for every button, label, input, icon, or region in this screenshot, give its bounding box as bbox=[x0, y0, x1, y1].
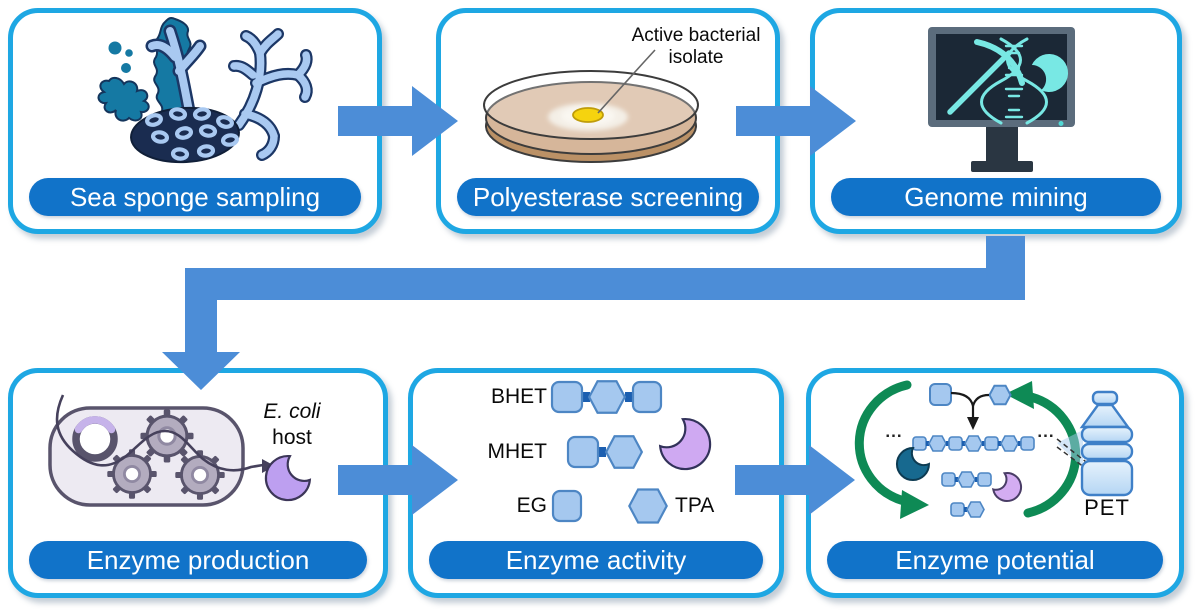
power-led bbox=[1058, 121, 1064, 126]
tpa-molecule-hexagon bbox=[628, 488, 668, 524]
ecoli-italic-text: E. coli bbox=[263, 400, 321, 423]
host-text: host bbox=[272, 426, 312, 449]
merge-arrow bbox=[950, 391, 990, 419]
eg-molecule-square bbox=[551, 489, 583, 523]
panel-label-polyesterase-screening: Polyesterase screening bbox=[457, 178, 759, 216]
recycle-arrow-right bbox=[1023, 392, 1081, 518]
enzyme-icon bbox=[255, 449, 316, 511]
recycle-arrowhead bbox=[900, 490, 929, 519]
panel-label-enzyme-production: Enzyme production bbox=[29, 541, 367, 579]
seaweed-blob bbox=[97, 76, 150, 122]
gear-icon bbox=[105, 447, 159, 501]
oligomer-chain bbox=[941, 471, 992, 488]
flow-arrow-4-5 bbox=[338, 445, 458, 515]
enzyme-icon bbox=[654, 412, 722, 481]
panel-polyesterase-screening: Active bacterial isolate Polyesterase sc… bbox=[436, 8, 780, 234]
flow-arrow-1-2 bbox=[338, 86, 458, 156]
pickaxe-icon bbox=[947, 39, 1025, 115]
flow-arrow-5-6 bbox=[735, 445, 855, 515]
mhet-molecule bbox=[566, 435, 644, 469]
ester-connector bbox=[598, 447, 606, 457]
annotation-ecoli-host: E. coli host bbox=[246, 399, 338, 451]
plasmid-insert-segment bbox=[74, 416, 116, 434]
enzyme-icon-purple bbox=[990, 469, 1028, 508]
pet-polymer-chain bbox=[912, 435, 1035, 452]
bubble-icon bbox=[121, 63, 131, 73]
annotation-pointer-line bbox=[597, 49, 656, 114]
coral-branch-right bbox=[228, 28, 313, 161]
ester-connector bbox=[625, 392, 633, 402]
chain-continues-right: ... bbox=[1037, 422, 1055, 441]
panel-sea-sponge-sampling: Sea sponge sampling bbox=[8, 8, 382, 234]
bhet-molecule bbox=[550, 380, 663, 414]
annotation-active-bacterial-isolate: Active bacterial isolate bbox=[631, 25, 761, 69]
bottle-neck bbox=[1079, 403, 1131, 429]
eg-unit-square bbox=[631, 380, 663, 414]
pet-hydrolysis-products-icon bbox=[550, 380, 722, 524]
merge-arrowhead bbox=[967, 417, 979, 430]
ester-connector bbox=[582, 392, 590, 402]
panel-label-enzyme-activity: Enzyme activity bbox=[429, 541, 763, 579]
bottle-ring bbox=[1080, 442, 1134, 461]
bacterial-colony bbox=[572, 107, 604, 123]
panel-enzyme-activity: BHET MHET EG TPA Enzyme activity bbox=[408, 368, 784, 598]
pet-recycling-icon bbox=[854, 380, 1134, 519]
bubble-icon bbox=[108, 41, 122, 55]
flow-arrow-2-3 bbox=[736, 86, 856, 156]
sea-sponge-icon bbox=[97, 16, 313, 164]
label-pet: PET bbox=[1084, 495, 1130, 520]
monitor-stand bbox=[986, 123, 1018, 163]
bacterial-cell-bioreactor-icon bbox=[48, 394, 316, 511]
bottle-cap bbox=[1091, 390, 1119, 406]
dimer-unit bbox=[950, 501, 985, 518]
chain-continues-left: ... bbox=[885, 422, 903, 441]
sponge-pores bbox=[145, 107, 240, 161]
label-eg: EG bbox=[516, 494, 547, 517]
label-mhet: MHET bbox=[487, 440, 548, 463]
expression-flow-line bbox=[55, 394, 264, 472]
coral-branch-center bbox=[145, 24, 207, 118]
eg-unit-square bbox=[929, 383, 952, 406]
panel-label-enzyme-potential: Enzyme potential bbox=[827, 541, 1163, 579]
panel-enzyme-potential: ... ... PET Enzyme potential bbox=[806, 368, 1184, 598]
bubble-icon bbox=[125, 49, 133, 57]
panel-label-genome-mining: Genome mining bbox=[831, 178, 1161, 216]
eg-unit-square bbox=[566, 435, 600, 469]
recycle-arrow-left bbox=[854, 380, 912, 506]
plastic-bottle-icon bbox=[1079, 390, 1134, 497]
eg-unit-square bbox=[550, 380, 584, 414]
monitor-base bbox=[971, 161, 1033, 172]
label-bhet: BHET bbox=[490, 385, 547, 408]
panel-label-sea-sponge-sampling: Sea sponge sampling bbox=[29, 178, 361, 216]
petri-dish-rim bbox=[483, 70, 699, 140]
zoom-beam bbox=[1057, 430, 1083, 468]
panel-enzyme-production: E. coli host Enzyme production bbox=[8, 368, 388, 598]
recycle-arrowhead bbox=[1005, 381, 1034, 409]
panel-genome-mining: Genome mining bbox=[810, 8, 1182, 234]
petri-dish-icon bbox=[483, 49, 699, 163]
flow-arrow-3-4-elbow bbox=[162, 236, 1025, 390]
label-tpa: TPA bbox=[675, 494, 715, 517]
computer-genome-mining-icon bbox=[928, 27, 1075, 172]
bottle-body bbox=[1080, 459, 1134, 497]
bottle-ring bbox=[1080, 425, 1134, 444]
tpa-unit-hexagon bbox=[604, 435, 644, 469]
enzyme-icon-teal bbox=[889, 443, 934, 488]
